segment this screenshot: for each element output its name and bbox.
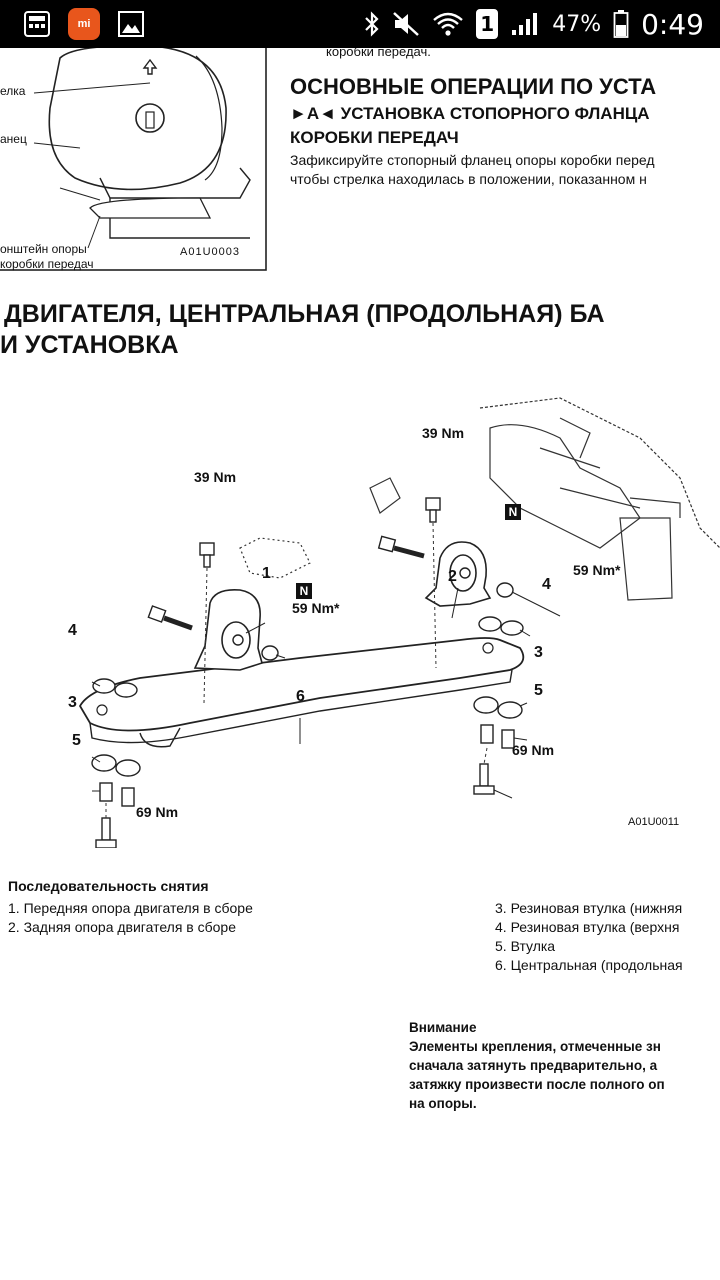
engine-mount-diagram: [78, 397, 720, 848]
removal-sequence-title: Последовательность снятия: [8, 878, 209, 894]
sim-slot-number: 1: [480, 12, 495, 36]
paragraph-line-2: чтобы стрелка находилась в положении, по…: [290, 171, 647, 187]
subheading-text-1: УСТАНОВКА СТОПОРНОГО ФЛАНЦА: [340, 104, 650, 123]
figure-code: A01U0003: [180, 246, 240, 258]
section-title-line-1: ДВИГАТЕЛЯ, ЦЕНТРАЛЬНАЯ (ПРОДОЛЬНАЯ) БА: [4, 300, 605, 328]
part-number-3-right: 3: [534, 644, 543, 661]
removal-item-4: 4. Резиновая втулка (верхня: [495, 919, 680, 935]
text-fragment: коробки передач.: [326, 48, 431, 59]
signal-icon: [512, 13, 538, 35]
subheading-text-2: КОРОБКИ ПЕРЕДАЧ: [290, 128, 459, 147]
removal-item-6: 6. Центральная (продольная: [495, 957, 683, 973]
new-part-mark-left: N: [296, 583, 312, 599]
caution-line-1: Элементы крепления, отмеченные зн: [409, 1039, 661, 1054]
stopper-flange-figure: [0, 48, 267, 271]
calculator-notification-icon[interactable]: [20, 8, 54, 40]
part-number-5-right: 5: [534, 682, 543, 699]
torque-69-left: 69 Nm: [136, 804, 179, 820]
part-number-3-left: 3: [68, 694, 77, 711]
removal-item-2: 2. Задняя опора двигателя в сборе: [8, 919, 236, 935]
stopper-flange-subheading: ►A◄ УСТАНОВКА СТОПОРНОГО ФЛАНЦА: [290, 104, 650, 124]
wifi-icon: [433, 12, 463, 36]
caution-line-4: на опоры.: [409, 1096, 477, 1111]
status-bar: mi 1 47% 0:49: [0, 0, 720, 48]
torque-39-left: 39 Nm: [194, 469, 237, 485]
new-part-mark-right: N: [505, 504, 521, 520]
caution-title: Внимание: [409, 1020, 477, 1035]
torque-59-right: 59 Nm*: [573, 562, 621, 578]
figure-label-arrow: елка: [0, 84, 26, 98]
figure-label-bracket-1: онштейн опоры: [0, 242, 87, 256]
section-title-line-2: И УСТАНОВКА: [0, 331, 179, 359]
sim-slot-icon: 1: [476, 9, 499, 39]
document-page[interactable]: елка анец онштейн опоры коробки передач …: [0, 48, 720, 1280]
part-number-6: 6: [296, 688, 305, 705]
part-number-1: 1: [262, 565, 271, 582]
torque-69-right: 69 Nm: [512, 742, 555, 758]
mi-app-icon[interactable]: mi: [68, 8, 100, 40]
part-number-4-left: 4: [68, 622, 77, 639]
battery-percent: 47%: [552, 11, 602, 37]
battery-icon: [613, 10, 629, 38]
part-number-5-left: 5: [72, 732, 81, 749]
paragraph-line-1: Зафиксируйте стопорный фланец опоры коро…: [290, 152, 655, 168]
subheading-marker: ►A◄: [290, 104, 336, 123]
caution-line-2: сначала затянуть предварительно, а: [409, 1058, 658, 1073]
removal-item-3: 3. Резиновая втулка (нижняя: [495, 900, 683, 916]
main-operations-heading: ОСНОВНЫЕ ОПЕРАЦИИ ПО УСТА: [290, 74, 657, 99]
mi-label: mi: [77, 18, 91, 30]
diagram-code: A01U0011: [628, 816, 680, 828]
clock: 0:49: [641, 7, 704, 41]
torque-59-left: 59 Nm*: [292, 600, 340, 616]
part-number-2: 2: [448, 568, 457, 585]
bluetooth-icon: [365, 11, 379, 37]
system-icons: 1 47% 0:49: [364, 0, 704, 48]
figure-label-flange: анец: [0, 132, 27, 146]
removal-item-1: 1. Передняя опора двигателя в сборе: [8, 900, 253, 916]
caution-line-3: затяжку произвести после полного оп: [409, 1077, 665, 1092]
gallery-notification-icon[interactable]: [114, 8, 148, 40]
mute-icon: [393, 12, 420, 36]
removal-item-5: 5. Втулка: [495, 938, 556, 954]
torque-39-right: 39 Nm: [422, 425, 465, 441]
notification-icons: mi: [20, 8, 148, 40]
figure-label-bracket-2: коробки передач: [0, 257, 94, 271]
part-number-4-right: 4: [542, 576, 551, 593]
